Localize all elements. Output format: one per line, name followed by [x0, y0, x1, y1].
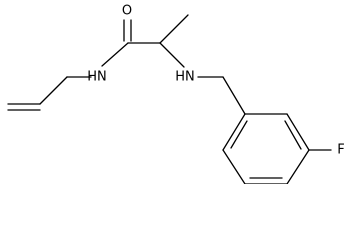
bond-amide-n-to-carbonyl	[101, 42, 129, 67]
ring-bond-1	[222, 113, 246, 151]
amide-nitrogen-label: HN	[87, 70, 107, 85]
amine-nitrogen-label: HN	[175, 70, 195, 85]
ring-bond-4	[286, 149, 310, 184]
ring-bond-2	[222, 149, 246, 184]
oxygen-label: O	[122, 4, 132, 19]
bond-alpha-to-amine-n	[159, 42, 185, 68]
ring-inner-bond-c	[284, 120, 302, 150]
ring-inner-bond-a	[230, 120, 248, 149]
bond-vinyl-to-ch2	[39, 76, 68, 105]
molecule-diagram: O HN HN F	[7, 4, 345, 184]
bond-ch2-to-ring	[222, 76, 246, 115]
fluorine-label: F	[337, 143, 344, 158]
ring-bond-5	[286, 113, 310, 151]
bond-alpha-to-methyl	[159, 14, 189, 44]
